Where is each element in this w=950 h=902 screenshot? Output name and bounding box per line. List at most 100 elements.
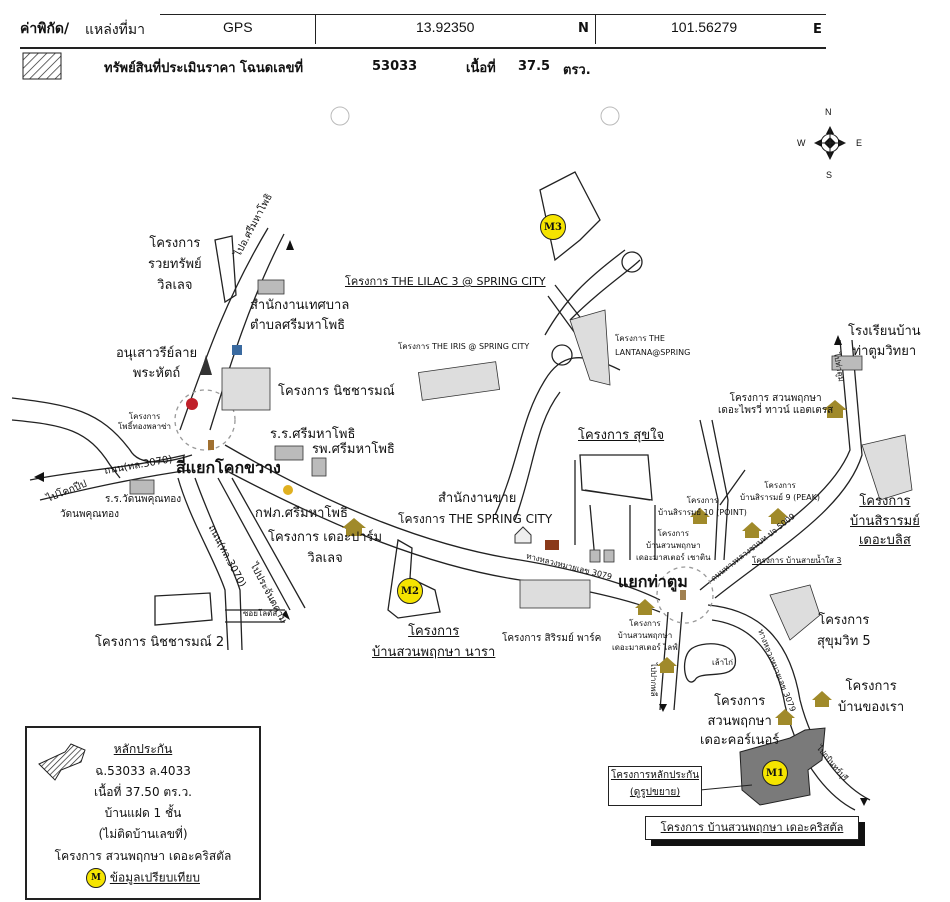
source-label: แหล่งที่มา [85,21,145,37]
legend-project: โครงการ สวนพฤกษา เดอะคริสตัล [54,849,232,863]
the-palm-label: โครงการ เดอะปาร์มวิลเลจ [268,530,383,566]
tha-tum-junction-label: แยกท่าตูม [618,572,688,591]
nitcharam2-label: โครงการ นิชชารมณ์ 2 [95,635,225,650]
compass-s: S [826,170,833,180]
road-3070-north [11,397,193,463]
iris-label: โครงการ THE IRIS @ SPRING CITY [398,342,530,351]
bliss-block [861,434,913,501]
school-thatum-icon [831,355,863,371]
road-loop-ne2 [544,249,626,336]
road-3070-south1 [29,454,186,481]
lantana-block [569,309,611,386]
marker-m1[interactable]: M1 [762,760,788,786]
iris-block [417,361,501,401]
legend-box: หลักประกัน ฉ.53033 ล.4033 เนื้อที่ 37.50… [25,726,261,900]
collateral-callout: โครงการหลักประกัน(ดูรูปขยาย) [608,766,702,806]
ban-khong-rao-label: โครงการบ้านของเรา [838,679,905,715]
source-value: GPS [223,19,253,35]
wat-label: วัดนพคุณทอง [60,509,119,520]
deed-number: 53033 [372,59,418,74]
divider [315,14,316,44]
car-icon [545,540,559,550]
compass-e: E [856,138,863,148]
house-icon [742,522,762,538]
house-icon [812,691,832,707]
arrow-thatum-icon [834,335,842,345]
road-kokpip [11,419,121,479]
road-spring-city2 [514,391,561,521]
m3-outline [539,171,601,262]
road-3070-south2 [39,469,191,501]
house-icon [657,657,677,673]
compass-w: W [797,138,806,148]
legend-area: เนื้อที่ 37.50 ตร.ว. [93,785,192,799]
compass-icon [814,126,846,160]
sirarom-bliss-label: โครงการบ้านสิรารมย์เดอะบลิส [850,494,920,548]
house-icon [768,508,788,524]
school-sri-label: ร.ร.ศรีมหาโพธิ [270,427,356,442]
house-icon [635,599,655,615]
to-pak-label: ไปปากพลี [648,662,658,697]
marker-m2[interactable]: M2 [397,578,423,604]
sirarom-park-label: โครงการ สิริรมย์ พาร์ค [502,633,602,644]
asset-label: ทรัพย์สินที่ประเมินราคา โฉนดเลขที่ [104,61,304,76]
sirarom-park-block [519,579,591,609]
legend-compare-text: ข้อมูลเปรียบเทียบ [109,870,200,885]
callout-line [699,784,753,791]
lake-label: เล้าไก่ [712,658,733,667]
compass-n: N [825,107,832,117]
header-top-rule [160,14,826,15]
road-soi [225,609,285,623]
building-icon [603,549,615,563]
sukjai-label: โครงการ สุขใจ [578,428,665,443]
pea-label: กฟภ.ศรีมหาโพธิ [255,506,348,521]
road-soi-lotus-west [177,477,229,651]
ptt-station-icon [186,398,198,410]
road-5009-south [714,339,863,599]
legend-no-house-no: (ไม่ติดบ้านเลขที่) [98,827,188,841]
ruaysap-outline [214,235,237,304]
arrow-north-icon [286,240,294,250]
road-soi-tt-west [699,419,719,561]
nitcharam-label: โครงการ นิชชารมณ์ [278,384,395,399]
ruaysap-label: โครงการรวยทรัพย์วิลเลจ [148,236,202,293]
road-3079-se-west [707,604,871,801]
marker-m3[interactable]: M3 [540,214,566,240]
house-icon [823,400,847,418]
legend-type: บ้านแฝด 1 ชั้น [104,806,182,820]
road-south-b [673,611,683,711]
sales-office-icon [514,526,532,544]
arrow-kabin-icon [860,798,868,806]
road-loop-ne [569,259,641,321]
sukhumvit5-block [769,584,821,641]
project-banner: โครงการ บ้านสวนพฤกษา เดอะคริสตัล [645,816,859,840]
pea-icon [283,485,293,495]
longitude-value: 101.56279 [671,19,738,35]
legend-compare: M ข้อมูลเปรียบเทียบ [27,868,259,888]
area-unit: ตรว. [563,63,591,78]
masters-life-label: โครงการบ้านสวนพฤกษาเดอะมาสเตอร์ ไลฟ์ [612,619,678,652]
road-branch [719,469,746,506]
road-soi-lotus-east [194,477,243,651]
m2-outline [387,538,441,619]
school-wat-label: ร.ร.วัดนพคุณทอง [105,494,182,505]
soi-lotus-label: ซอยโลตัส [243,609,278,618]
legend-deed: ฉ.53033 ล.4033 [95,764,191,778]
hospital-label: รพ.ศรีมหาโพธิ [312,442,395,457]
road-3070b-west [217,477,291,611]
road-3079-south [224,469,661,613]
hatch-legend-icon [22,52,62,80]
punch-hole [330,106,350,126]
hospital-icon [311,457,327,477]
school-icon [274,445,304,461]
ban-sai-label: โครงการ บ้านสายน้ำใส 3 [752,556,842,565]
sukhumvit5-label: โครงการสุขุมวิท 5 [817,613,871,649]
school-wat-icon [129,479,155,495]
point-label: โครงการบ้านสิรารมย์ 10 (POINT) [658,496,747,517]
arrow-kokpip-icon [34,472,44,482]
legend-title: หลักประกัน [113,742,173,756]
traffic-light-icon [208,440,214,450]
road-5009-north [699,339,851,591]
road-3079-se-east [711,619,856,811]
